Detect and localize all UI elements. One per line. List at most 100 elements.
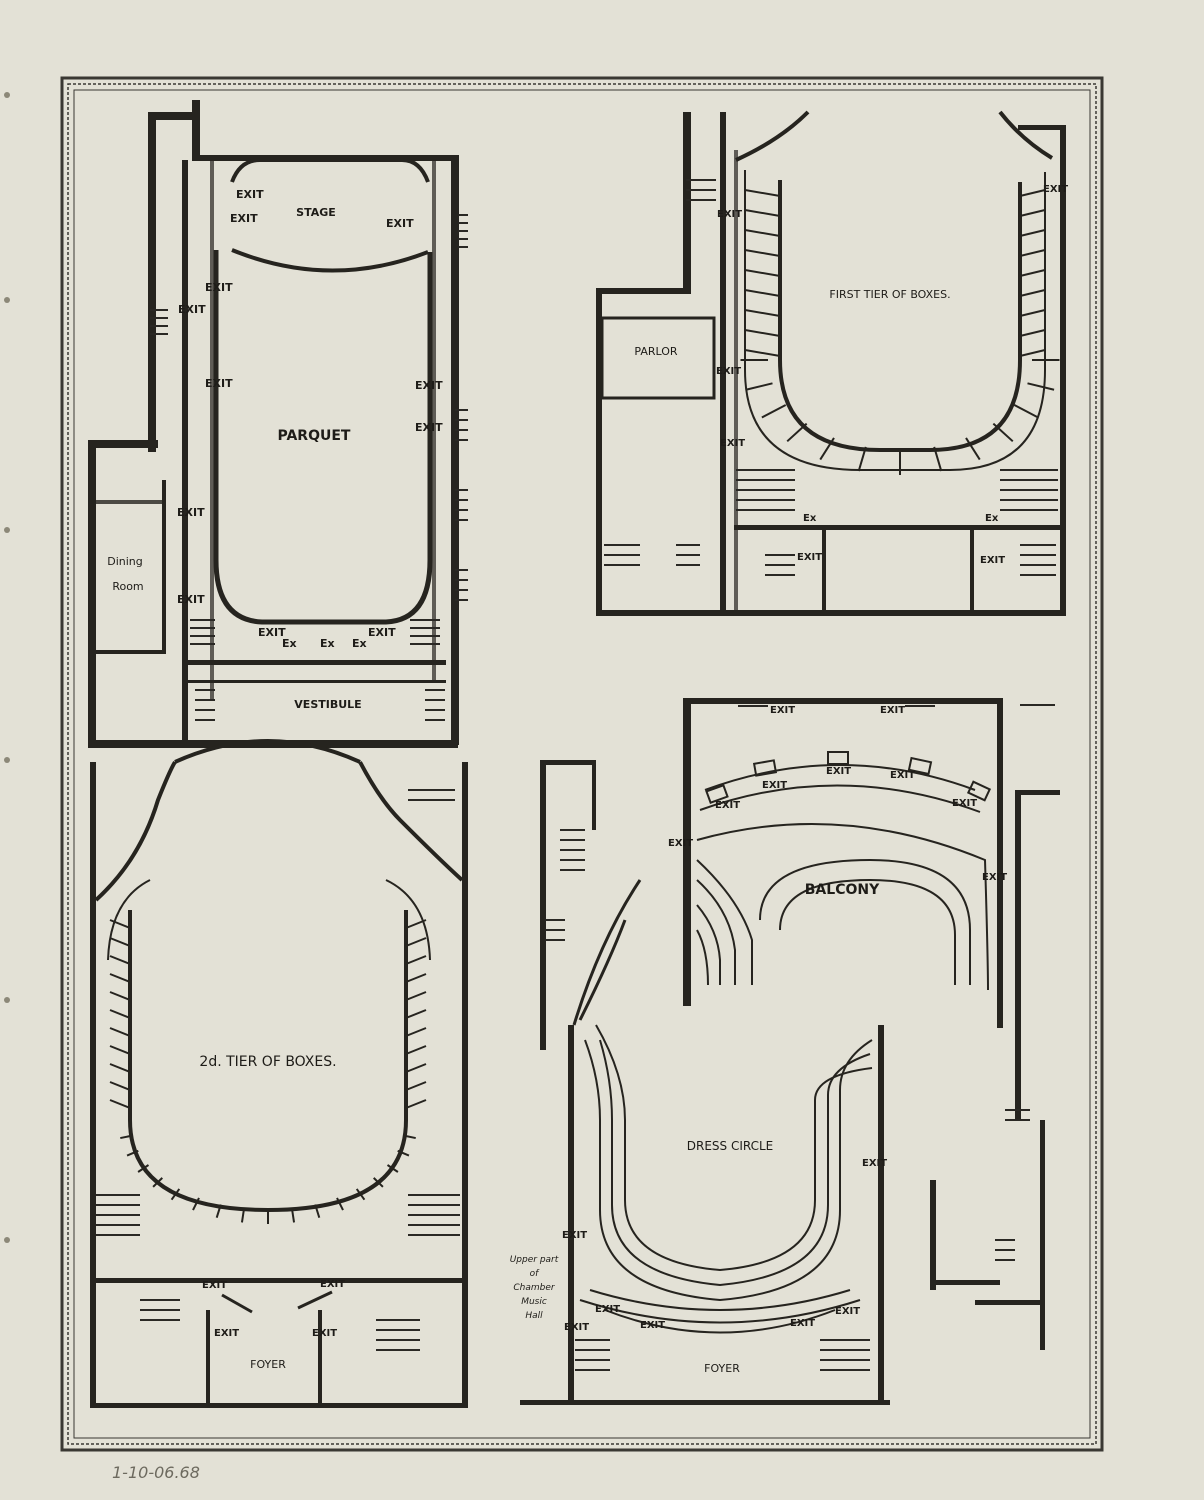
exit-sign: EXIT	[770, 705, 795, 716]
exit-sign: EXIT	[214, 1328, 239, 1339]
box-partition	[109, 1099, 131, 1109]
box-partition	[152, 1177, 163, 1188]
exit-sign: EXIT	[177, 593, 205, 606]
box-partition	[1013, 404, 1039, 419]
box-partition	[109, 1009, 131, 1019]
dining-room-label-2: Room	[112, 580, 143, 593]
exit-sign: EXIT	[952, 798, 977, 809]
box-partition	[992, 422, 1014, 443]
ex-sign: Ex	[320, 637, 335, 650]
hall-note-line: of	[530, 1269, 541, 1279]
foyer-label: FOYER	[250, 1358, 286, 1371]
exit-sign: EXIT	[177, 506, 205, 519]
exit-sign: EXIT	[715, 800, 740, 811]
box-partition	[405, 991, 427, 1001]
box-partition	[403, 1134, 416, 1140]
box-partition	[405, 1081, 427, 1091]
ex-sign: Ex	[985, 513, 999, 524]
box-partition	[1019, 309, 1046, 317]
box-partition	[786, 422, 808, 443]
exit-sign: EXIT	[230, 212, 258, 225]
exit-sign: EXIT	[595, 1304, 620, 1315]
ex-sign: Ex	[352, 637, 367, 650]
box-partition	[373, 1177, 384, 1188]
box-partition	[405, 1045, 427, 1055]
box-partition	[290, 1208, 296, 1223]
exit-sign: EXIT	[720, 438, 745, 449]
exit-sign: EXIT	[386, 217, 414, 230]
exit-sign: EXIT	[640, 1320, 665, 1331]
box-partition	[405, 1099, 427, 1109]
binding-holes	[4, 92, 10, 1243]
exit-sign: EXIT	[862, 1158, 887, 1169]
ex-sign: Ex	[282, 637, 297, 650]
exit-sign: EXIT	[178, 303, 206, 316]
exit-sign: EXIT	[205, 377, 233, 390]
box-partition	[1019, 349, 1046, 357]
box-partition	[1019, 249, 1046, 257]
box-partition	[170, 1188, 181, 1201]
exit-sign: EXIT	[312, 1328, 337, 1339]
exit-sign: EXIT	[202, 1280, 227, 1291]
exit-sign: EXIT	[880, 705, 905, 716]
box-partition	[109, 955, 131, 965]
box-partition	[744, 229, 781, 237]
handwritten-note: 1-10-06.68	[112, 1463, 200, 1482]
box-partition	[405, 1027, 427, 1037]
parlor-label: PARLOR	[634, 345, 677, 358]
box-partition	[933, 446, 943, 472]
second-tier-plan: 2d. TIER OF BOXES. FOYER EXIT EXIT EXIT …	[90, 739, 468, 1408]
box-partition	[109, 991, 131, 1001]
exit-sign: EXIT	[564, 1322, 589, 1333]
exit-sign: EXIT	[320, 1279, 345, 1290]
box-partition	[126, 1149, 139, 1157]
box-partition	[744, 289, 781, 297]
box-partition	[819, 437, 835, 461]
exit-sign: EXIT	[668, 838, 693, 849]
box-partition	[1019, 269, 1046, 277]
page-border	[60, 76, 1104, 1452]
exit-sign: EXIT	[890, 770, 915, 781]
box-partition	[857, 446, 867, 472]
balcony-plan: BALCONY DRESS CIRCLE FOYER Upper part of…	[510, 698, 1060, 1405]
box-partition	[355, 1188, 366, 1201]
box-partition	[109, 973, 131, 983]
box-partition	[1027, 382, 1055, 391]
vestibule-label: VESTIBULE	[294, 698, 361, 711]
first-tier-title: FIRST TIER OF BOXES.	[829, 288, 950, 301]
box-partition	[109, 1027, 131, 1037]
exit-sign: EXIT	[562, 1230, 587, 1241]
second-tier-title: 2d. TIER OF BOXES.	[199, 1054, 336, 1070]
exit-sign: EXIT	[205, 281, 233, 294]
box-partition	[109, 1045, 131, 1055]
ex-sign: Ex	[803, 513, 817, 524]
parquet-label: PARQUET	[278, 428, 351, 444]
exit-sign: EXIT	[980, 555, 1005, 566]
box-partitions	[740, 189, 1060, 475]
exit-sign: EXIT	[790, 1318, 815, 1329]
box-partition	[744, 189, 781, 197]
box-partition	[1019, 189, 1046, 197]
box-partition	[744, 309, 781, 317]
box-partition	[314, 1204, 321, 1219]
exit-sign: EXIT	[258, 626, 286, 639]
box-partition	[405, 937, 427, 947]
hall-note-line: Hall	[525, 1311, 543, 1321]
exit-sign: EXIT	[826, 766, 851, 777]
box-partition	[744, 249, 781, 257]
balcony-title: BALCONY	[805, 882, 880, 898]
box-partition	[1019, 329, 1046, 337]
box-partition	[386, 1164, 399, 1173]
exit-sign: EXIT	[797, 552, 822, 563]
dress-circle-label: DRESS CIRCLE	[687, 1139, 774, 1153]
box-partitions	[109, 919, 427, 1224]
box-partition	[397, 1149, 410, 1157]
exit-sign: EXIT	[835, 1306, 860, 1317]
box-partition	[240, 1208, 246, 1223]
hall-note-line: Chamber	[513, 1283, 556, 1293]
box-partition	[192, 1197, 200, 1211]
box-partition	[405, 1009, 427, 1019]
box-partition	[120, 1134, 133, 1140]
box-partition	[744, 329, 781, 337]
